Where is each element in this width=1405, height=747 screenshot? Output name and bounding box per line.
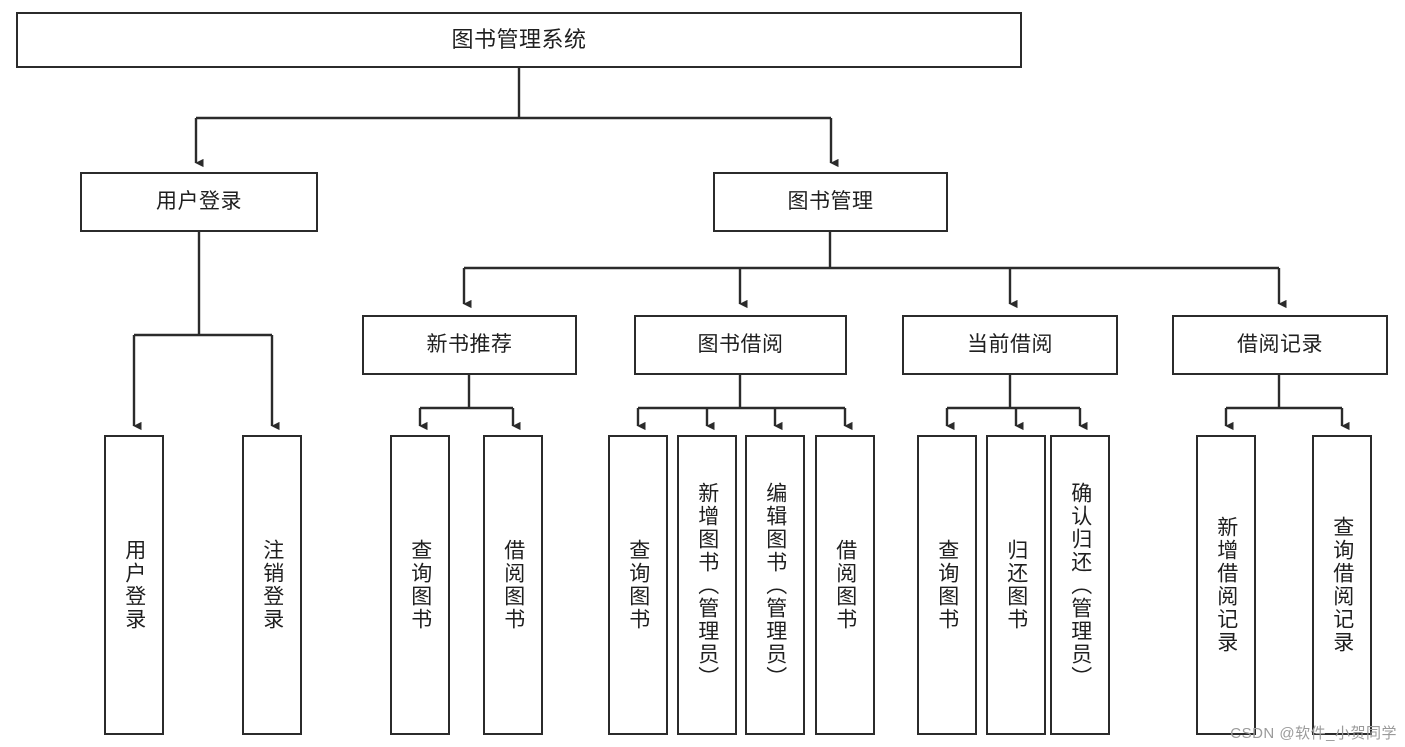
node-label: 查询图书 [935,539,959,631]
node-label: 归还图书 [1004,539,1028,631]
node-label: 借阅记录 [1237,332,1323,356]
node-new-book-recommend[interactable]: 新书推荐 [362,315,577,375]
node-label: 查询借阅记录 [1330,516,1354,654]
node-label: 查询图书 [408,539,432,631]
node-label: 用户登录 [156,189,242,213]
node-label: 借阅图书 [501,539,525,631]
leaf-recommend-borrow-book[interactable]: 借阅图书 [483,435,543,735]
leaf-borrow-query-book[interactable]: 查询图书 [608,435,668,735]
node-current-borrow[interactable]: 当前借阅 [902,315,1118,375]
leaf-user-login-login[interactable]: 用户登录 [104,435,164,735]
node-label: 图书管理系统 [451,27,587,53]
node-label: 当前借阅 [967,332,1053,356]
leaf-user-login-logout[interactable]: 注销登录 [242,435,302,735]
node-label: 用户登录 [122,539,146,631]
leaf-borrow-borrow-book[interactable]: 借阅图书 [815,435,875,735]
leaf-record-query-record[interactable]: 查询借阅记录 [1312,435,1372,735]
leaf-borrow-add-book-admin[interactable]: 新增图书（管理员） [677,435,737,735]
node-label: 借阅图书 [833,539,857,631]
node-label: 新书推荐 [426,332,513,356]
node-label: 查询图书 [626,539,650,631]
leaf-current-confirm-return-admin[interactable]: 确认归还（管理员） [1050,435,1110,735]
watermark: CSDN @软件_小贺同学 [1230,725,1397,742]
node-label: 新增借阅记录 [1214,516,1238,654]
node-label: 编辑图书（管理员） [763,481,787,689]
node-label: 确认归还（管理员） [1068,481,1092,689]
leaf-record-add-record[interactable]: 新增借阅记录 [1196,435,1256,735]
node-label: 注销登录 [260,539,284,631]
node-root-system[interactable]: 图书管理系统 [16,12,1022,68]
node-label: 图书管理 [787,189,874,213]
leaf-current-return-book[interactable]: 归还图书 [986,435,1046,735]
leaf-borrow-edit-book-admin[interactable]: 编辑图书（管理员） [745,435,805,735]
node-book-borrow[interactable]: 图书借阅 [634,315,847,375]
node-book-management[interactable]: 图书管理 [713,172,948,232]
node-user-login[interactable]: 用户登录 [80,172,318,232]
node-borrow-record[interactable]: 借阅记录 [1172,315,1388,375]
node-label: 图书借阅 [697,332,784,356]
leaf-recommend-query-book[interactable]: 查询图书 [390,435,450,735]
node-label: 新增图书（管理员） [695,481,719,689]
leaf-current-query-book[interactable]: 查询图书 [917,435,977,735]
